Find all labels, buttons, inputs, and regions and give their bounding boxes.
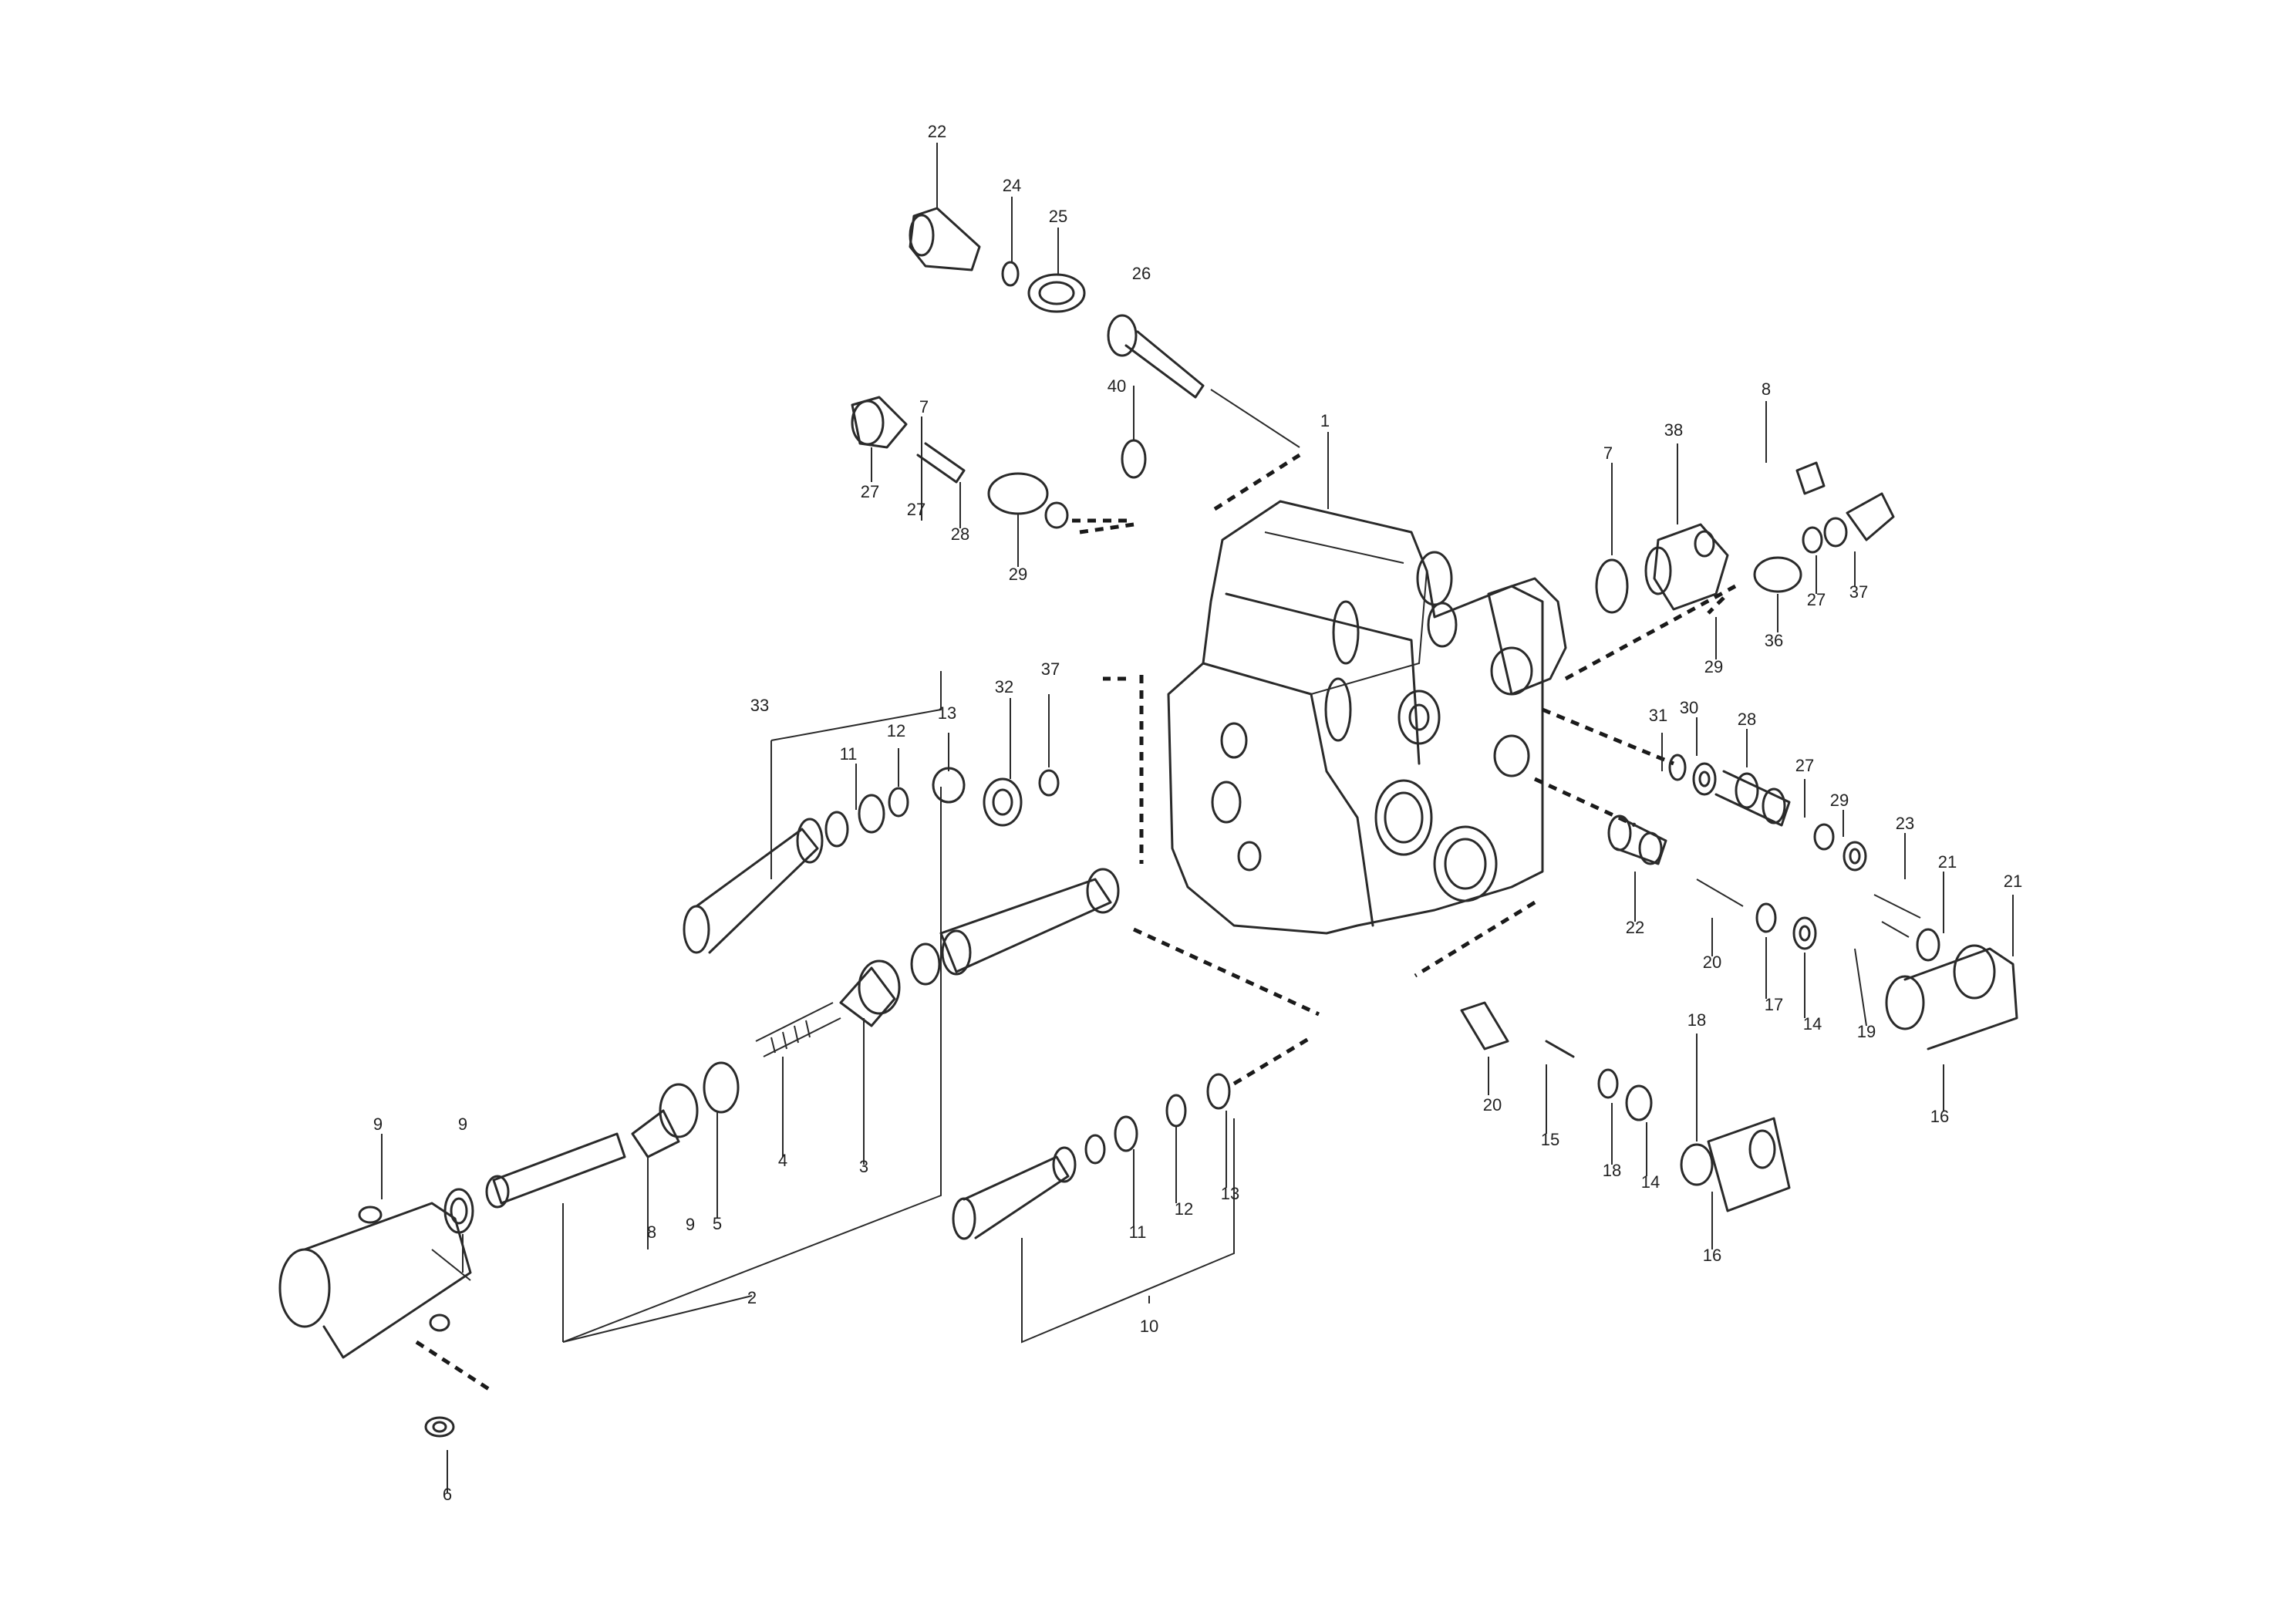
- callout-28: 28: [951, 524, 969, 544]
- callout-13a: 13: [938, 703, 956, 723]
- callout-31: 31: [1649, 706, 1667, 725]
- callout-28b: 28: [1738, 710, 1756, 729]
- callout-13b: 13: [1221, 1184, 1239, 1203]
- callout-29: 29: [1009, 565, 1027, 584]
- callout-9a: 9: [373, 1114, 383, 1134]
- callout-33: 33: [750, 696, 769, 715]
- main-spool: [443, 868, 1120, 1234]
- leader-lines: [381, 143, 2014, 1492]
- callout-4: 4: [778, 1151, 787, 1170]
- callout-22: 22: [928, 122, 946, 141]
- callout-17: 17: [1765, 995, 1783, 1014]
- callout-37b: 37: [1849, 582, 1868, 602]
- left-upper-spool-group: [683, 767, 1060, 954]
- callout-27c: 27: [1795, 756, 1814, 775]
- callout-27b: 27: [907, 500, 925, 519]
- callout-20a: 20: [1483, 1095, 1502, 1114]
- callout-40: 40: [1108, 376, 1126, 396]
- callout-26: 26: [1132, 264, 1151, 283]
- callout-5: 5: [713, 1214, 722, 1233]
- callout-8: 8: [647, 1222, 656, 1242]
- callout-21b: 21: [2004, 872, 2022, 891]
- callout-16a: 16: [1703, 1246, 1721, 1265]
- right-lower-group: [1460, 1001, 1791, 1212]
- callout-23: 23: [1896, 814, 1914, 833]
- callout-14b: 14: [1803, 1014, 1822, 1034]
- callout-8b: 8: [1762, 379, 1771, 399]
- upper-left-plug-group: [851, 396, 1134, 529]
- callout-30: 30: [1680, 698, 1698, 717]
- callout-29c: 29: [1704, 657, 1723, 676]
- callout-1: 1: [1320, 411, 1330, 430]
- top-plug-group: [909, 207, 1300, 479]
- callout-2: 2: [747, 1288, 757, 1307]
- callout-32: 32: [995, 677, 1013, 696]
- callout-19: 19: [1857, 1022, 1876, 1041]
- callout-7b: 7: [1603, 443, 1613, 463]
- callout-27d: 27: [1807, 590, 1826, 609]
- callout-12a: 12: [887, 721, 905, 740]
- callout-15: 15: [1541, 1130, 1559, 1149]
- callout-22b: 22: [1626, 918, 1644, 937]
- callout-36: 36: [1765, 631, 1783, 650]
- callout-18b: 18: [1687, 1010, 1706, 1030]
- right-upper-group: [1668, 754, 1921, 919]
- callout-10: 10: [1140, 1317, 1158, 1336]
- callout-16b: 16: [1930, 1107, 1949, 1126]
- callout-labels: 22 24 25 26 40 1 7 27 27 28 29 33 11 12 …: [373, 122, 2022, 1504]
- valve-housing: [1167, 500, 1567, 935]
- callout-12b: 12: [1175, 1199, 1193, 1219]
- callout-9b: 9: [458, 1114, 467, 1134]
- callout-37: 37: [1041, 659, 1060, 679]
- callout-18a: 18: [1603, 1161, 1621, 1180]
- callout-3a: 3: [859, 1157, 868, 1176]
- callout-25: 25: [1049, 207, 1067, 226]
- right-mid-group: [1607, 814, 2018, 1050]
- callout-11a: 11: [840, 744, 858, 764]
- callout-20b: 20: [1703, 953, 1721, 972]
- callout-6: 6: [443, 1485, 452, 1504]
- callout-11b: 11: [1129, 1222, 1147, 1242]
- callout-38: 38: [1664, 420, 1683, 440]
- callout-24: 24: [1003, 176, 1021, 195]
- callout-9c: 9: [686, 1215, 695, 1234]
- right-top-group: [1595, 461, 1895, 614]
- callout-29b: 29: [1830, 791, 1849, 810]
- callout-21a: 21: [1938, 852, 1957, 872]
- callout-14a: 14: [1641, 1172, 1660, 1192]
- callout-27a: 27: [861, 482, 879, 501]
- callout-7: 7: [919, 397, 929, 416]
- lower-middle-spool: [952, 1035, 1313, 1240]
- assembly-axis-lines: [415, 453, 1737, 1394]
- left-end-cap: [278, 1202, 472, 1438]
